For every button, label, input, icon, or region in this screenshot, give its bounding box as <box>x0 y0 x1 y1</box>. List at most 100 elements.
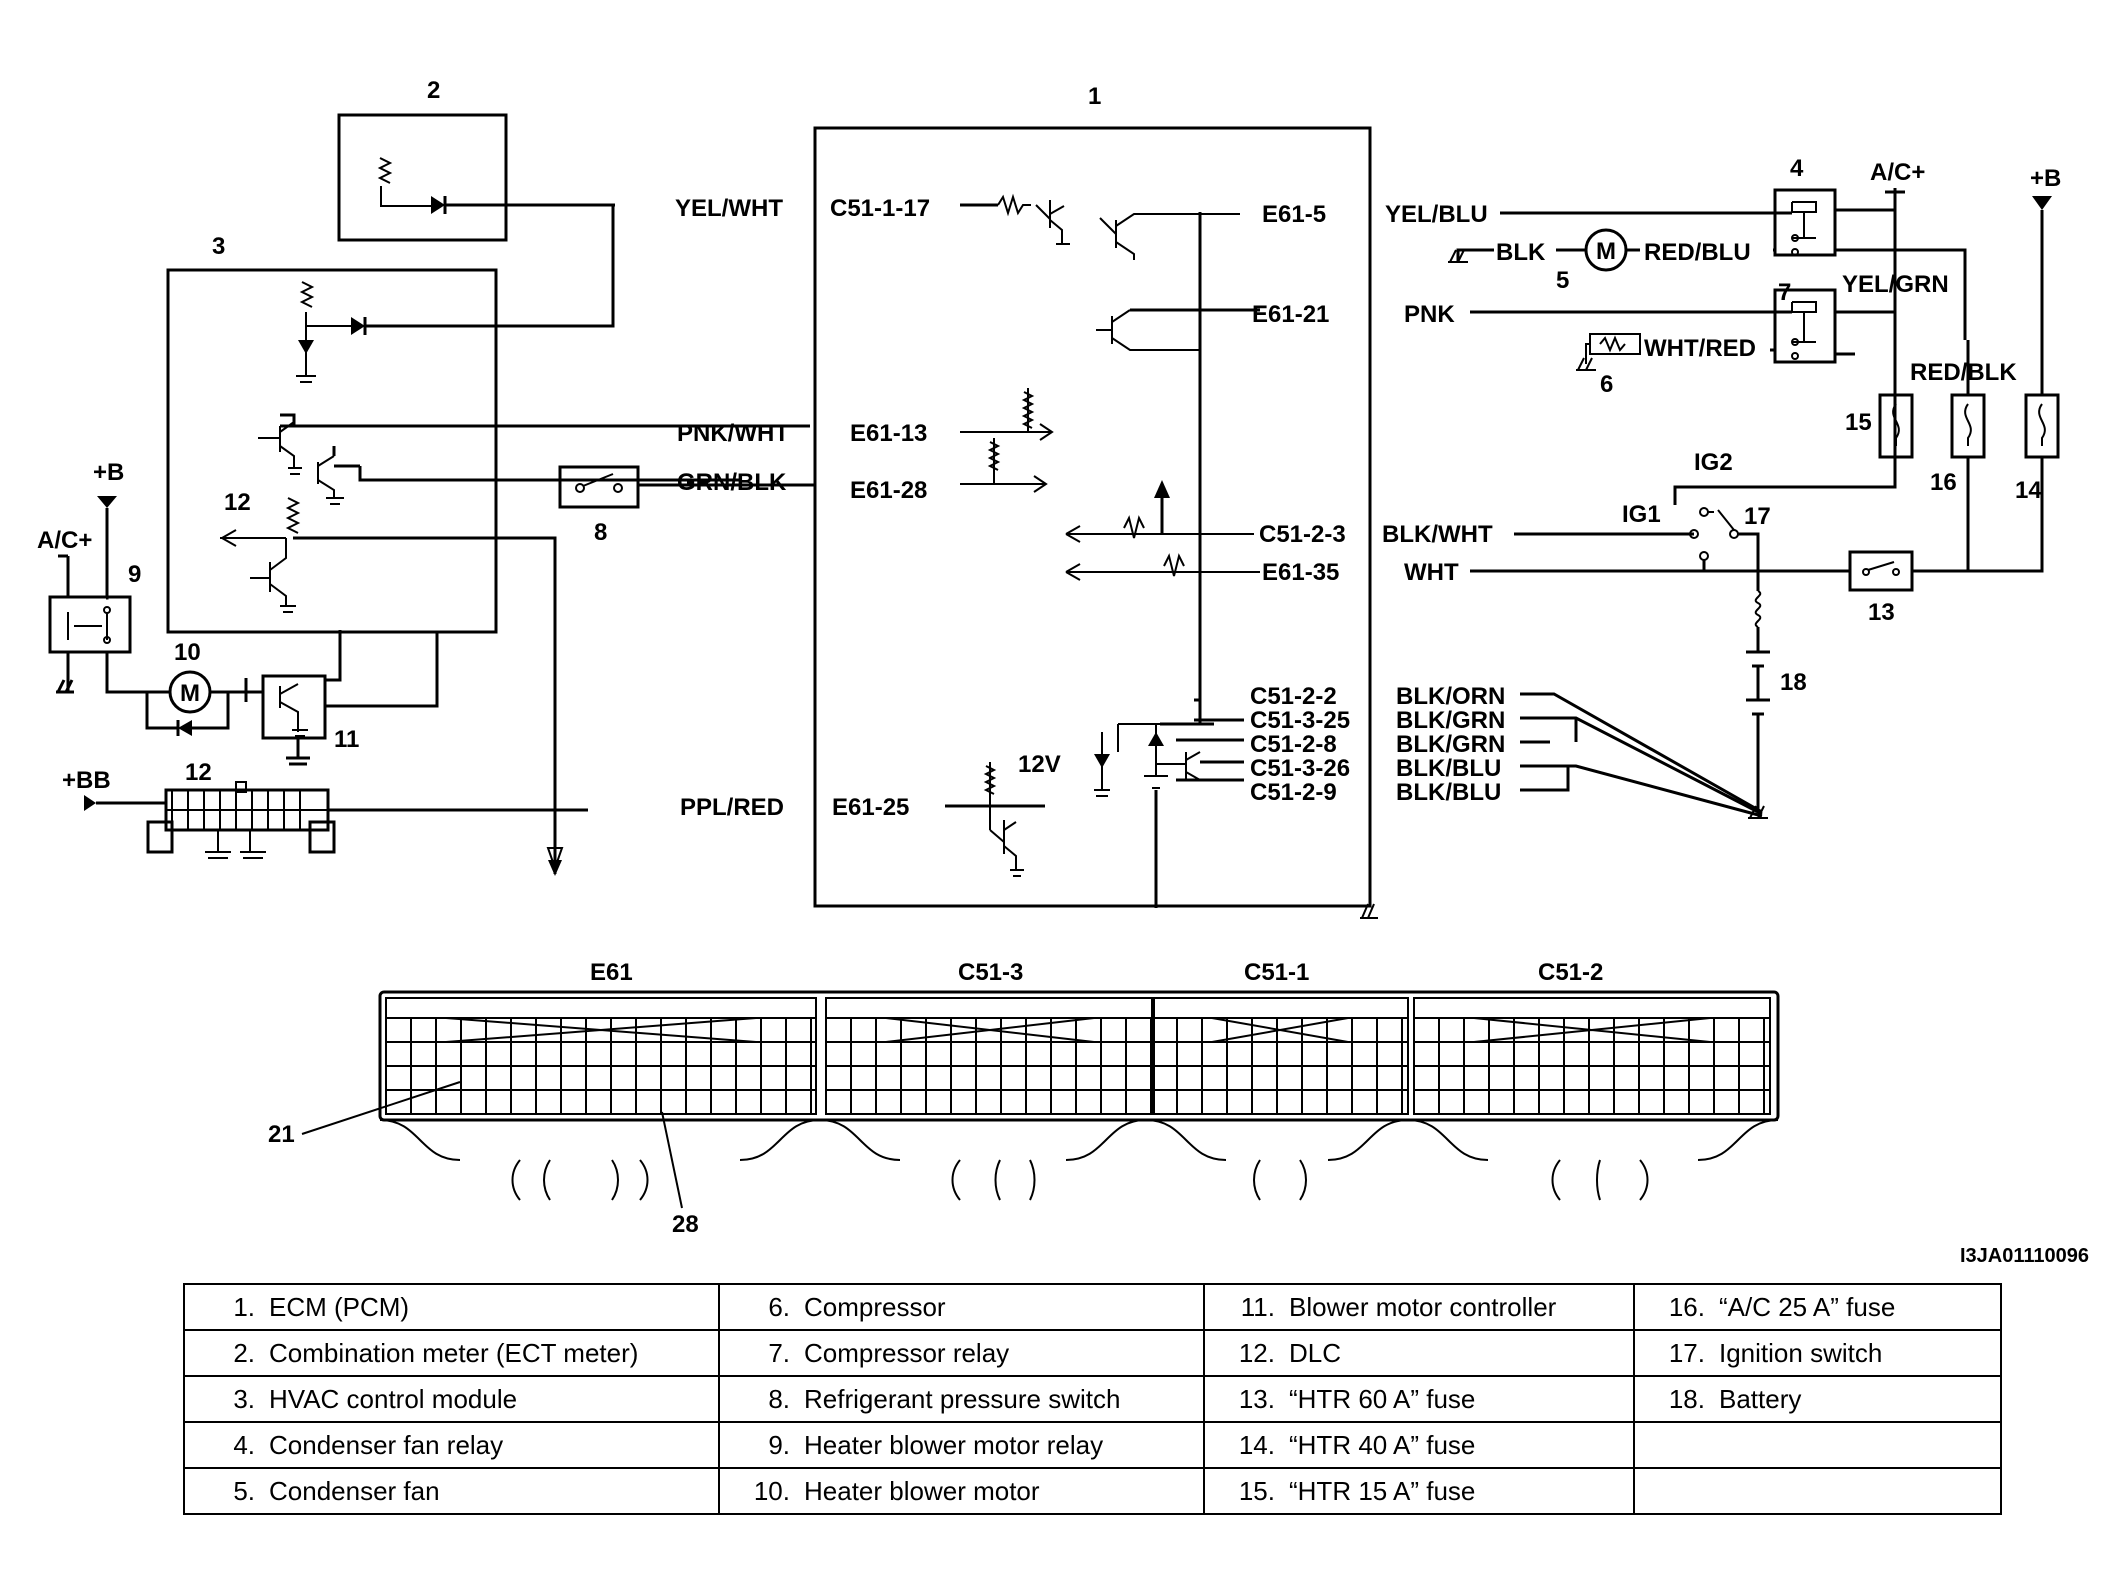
terminal-c51-2-8: C51-2-8 <box>1250 731 1337 758</box>
pressure-switch-box: 8 <box>558 465 678 546</box>
wire-wht: WHT <box>1404 559 1459 586</box>
heater-blower-motor: 10 M <box>145 639 248 736</box>
legend-cell: 11. Blower motor controller <box>1203 1283 1635 1331</box>
fuses-right: 15 RED/BLK 16 +B 14 13 <box>1673 165 2061 626</box>
connector-c51-2-label: C51-2 <box>1538 959 1603 986</box>
legend-number: 11. <box>1240 1291 1275 1322</box>
pin-28-label: 28 <box>672 1211 699 1238</box>
svg-text:M: M <box>180 680 200 707</box>
label-battery: 18 <box>1780 669 1807 696</box>
legend-cell: 12. DLC <box>1203 1329 1635 1377</box>
legend-cell: 5.Condenser fan <box>183 1467 720 1515</box>
label-ac25: 16 <box>1930 469 1957 496</box>
legend-text: Heater blower motor <box>804 1475 1040 1506</box>
wire-blk-blu-1: BLK/BLU <box>1396 755 1501 782</box>
label-blower-motor: 10 <box>174 639 201 666</box>
wire-wht-red: WHT/RED <box>1644 335 1756 362</box>
ecm-left-wires: YEL/WHT C51-1-17 PNK/WHT E61-13 GRN/BLK … <box>280 193 1070 877</box>
label-acplus-right: A/C+ <box>1870 159 1925 186</box>
legend-cell: 1.ECM (PCM) <box>183 1283 720 1331</box>
wire-blk-grn-2: BLK/GRN <box>1396 731 1505 758</box>
terminal-e61-35: E61-35 <box>1262 559 1339 586</box>
power-arrow-icon <box>84 795 96 811</box>
legend-cell <box>1633 1467 2002 1515</box>
legend-number: 8. <box>768 1383 790 1414</box>
legend-text: HVAC control module <box>269 1383 518 1414</box>
terminal-c51-1-17: C51-1-17 <box>830 195 930 222</box>
legend-number: 16. <box>1668 1291 1705 1322</box>
label-bplus-right: +B <box>2030 165 2061 192</box>
terminal-c51-2-9: C51-2-9 <box>1250 779 1337 806</box>
ecm-connectors: E61 C51-3 C51-1 C51-2 21 28 <box>268 959 1780 1238</box>
terminal-e61-28: E61-28 <box>850 477 927 504</box>
legend-text: Blower motor controller <box>1289 1291 1557 1322</box>
pin-21-label: 21 <box>268 1121 295 1148</box>
legend-number: 4. <box>233 1429 255 1460</box>
legend-cell: 7.Compressor relay <box>718 1329 1205 1377</box>
legend-cell: 8. Refrigerant pressure switch <box>718 1375 1205 1423</box>
legend-number: 17. <box>1668 1337 1705 1368</box>
label-ig2: IG2 <box>1694 449 1733 476</box>
wire-yel-blu: YEL/BLU <box>1385 201 1488 228</box>
condenser-fan-relay-box: 4 A/C+ <box>1773 155 1967 470</box>
legend-text: DLC <box>1289 1337 1342 1368</box>
ecm-box: 1 <box>813 83 1378 919</box>
legend-text: Heater blower motor relay <box>804 1429 1104 1460</box>
wire-blk-blu-2: BLK/BLU <box>1396 779 1501 806</box>
wire-red-blk: RED/BLK <box>1910 359 2017 386</box>
legend-cell <box>1633 1421 2002 1469</box>
arrow-up-icon <box>1154 480 1170 498</box>
label-cond-fan: 5 <box>1556 267 1569 294</box>
legend-text: ECM (PCM) <box>269 1291 410 1322</box>
label-comp-relay: 7 <box>1778 279 1791 306</box>
terminal-c51-3-26: C51-3-26 <box>1250 755 1350 782</box>
terminal-c51-2-2: C51-2-2 <box>1250 683 1337 710</box>
label-compressor: 6 <box>1600 371 1613 398</box>
svg-text:M: M <box>1596 238 1616 265</box>
legend-cell: 3.HVAC control module <box>183 1375 720 1423</box>
legend-text: Refrigerant pressure switch <box>804 1383 1121 1414</box>
label-cond-relay: 4 <box>1790 155 1804 182</box>
label-ign-switch: 17 <box>1744 503 1771 530</box>
label-blower-ctrl: 11 <box>334 726 359 753</box>
legend-row: 2.Combination meter (ECT meter)7.Compres… <box>183 1329 2002 1377</box>
connector-c51-3-label: C51-3 <box>958 959 1023 986</box>
legend-number: 12. <box>1238 1337 1275 1368</box>
label-ig1: IG1 <box>1622 501 1661 528</box>
legend-text: “A/C 25 A” fuse <box>1719 1291 1896 1322</box>
legend-cell: 10.Heater blower motor <box>718 1467 1205 1515</box>
label-htr40: 14 <box>2015 477 2042 504</box>
connector-pin-grid <box>385 997 1771 1115</box>
legend-number: 15. <box>1238 1475 1275 1506</box>
terminal-e61-13: E61-13 <box>850 420 927 447</box>
legend-text: Compressor <box>804 1291 946 1322</box>
battery: 18 <box>1746 571 1807 810</box>
wire-blk-wht: BLK/WHT <box>1382 521 1493 548</box>
wire-yel-wht: YEL/WHT <box>675 195 783 222</box>
terminal-e61-21: E61-21 <box>1252 301 1329 328</box>
legend-cell: 4.Condenser fan relay <box>183 1421 720 1469</box>
legend-cell: 15.“HTR 15 A” fuse <box>1203 1467 1635 1515</box>
power-arrow-icon <box>97 496 117 508</box>
legend-text: Battery <box>1719 1383 1802 1414</box>
wire-pnk-wht: PNK/WHT <box>677 420 789 447</box>
label-acplus-left: A/C+ <box>37 527 92 554</box>
label-bplus-left: +B <box>93 459 124 486</box>
heater-blower-relay-box: +B A/C+ 9 <box>37 459 147 694</box>
blower-motor-controller-box: 11 <box>246 630 439 766</box>
condenser-fan: BLK M 5 RED/BLU <box>1448 228 1775 294</box>
legend-cell: 2.Combination meter (ECT meter) <box>183 1329 720 1377</box>
legend-text: Ignition switch <box>1719 1337 1883 1368</box>
connector-c51-1-label: C51-1 <box>1244 959 1309 986</box>
hvac-control-module-box: 3 <box>166 205 740 634</box>
label-dlc: 12 <box>185 759 212 786</box>
ecm-right-wires: E61-5 YEL/BLU E61-21 PNK C51-2-3 BLK/WHT… <box>1250 201 1850 819</box>
legend-text: “HTR 60 A” fuse <box>1289 1383 1476 1414</box>
connector-e61-label: E61 <box>590 959 633 986</box>
legend-cell: 16. “A/C 25 A” fuse <box>1633 1283 2002 1331</box>
wire-blk: BLK <box>1496 239 1546 266</box>
hvac-transistors: 12 <box>220 489 564 872</box>
